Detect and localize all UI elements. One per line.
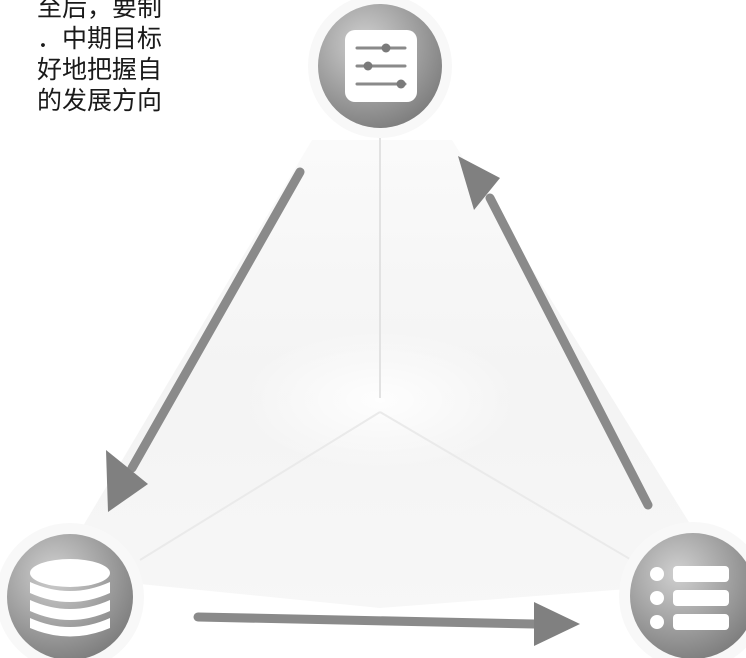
intro-text-block: 至后，要制 ．中期目标 好地把握自 的发展方向	[0, 0, 162, 116]
arrow-left-to-right	[193, 602, 580, 646]
arrow-top-to-left	[106, 167, 305, 512]
list-icon	[650, 566, 729, 630]
guide-line-right	[379, 411, 641, 566]
database-icon	[30, 559, 110, 637]
guide-line-left	[139, 411, 381, 561]
intro-text-line: 好地把握自	[36, 55, 162, 84]
bottom-left-node	[0, 523, 144, 658]
bottom-right-node	[619, 522, 746, 658]
intro-text-line: ．中期目标	[36, 24, 162, 53]
intro-text-line: 的发展方向	[36, 86, 162, 115]
intro-text-line: 至后，要制	[36, 0, 162, 22]
top-node	[308, 0, 452, 138]
center-glow	[240, 330, 520, 470]
arrow-right-to-top	[458, 156, 653, 510]
